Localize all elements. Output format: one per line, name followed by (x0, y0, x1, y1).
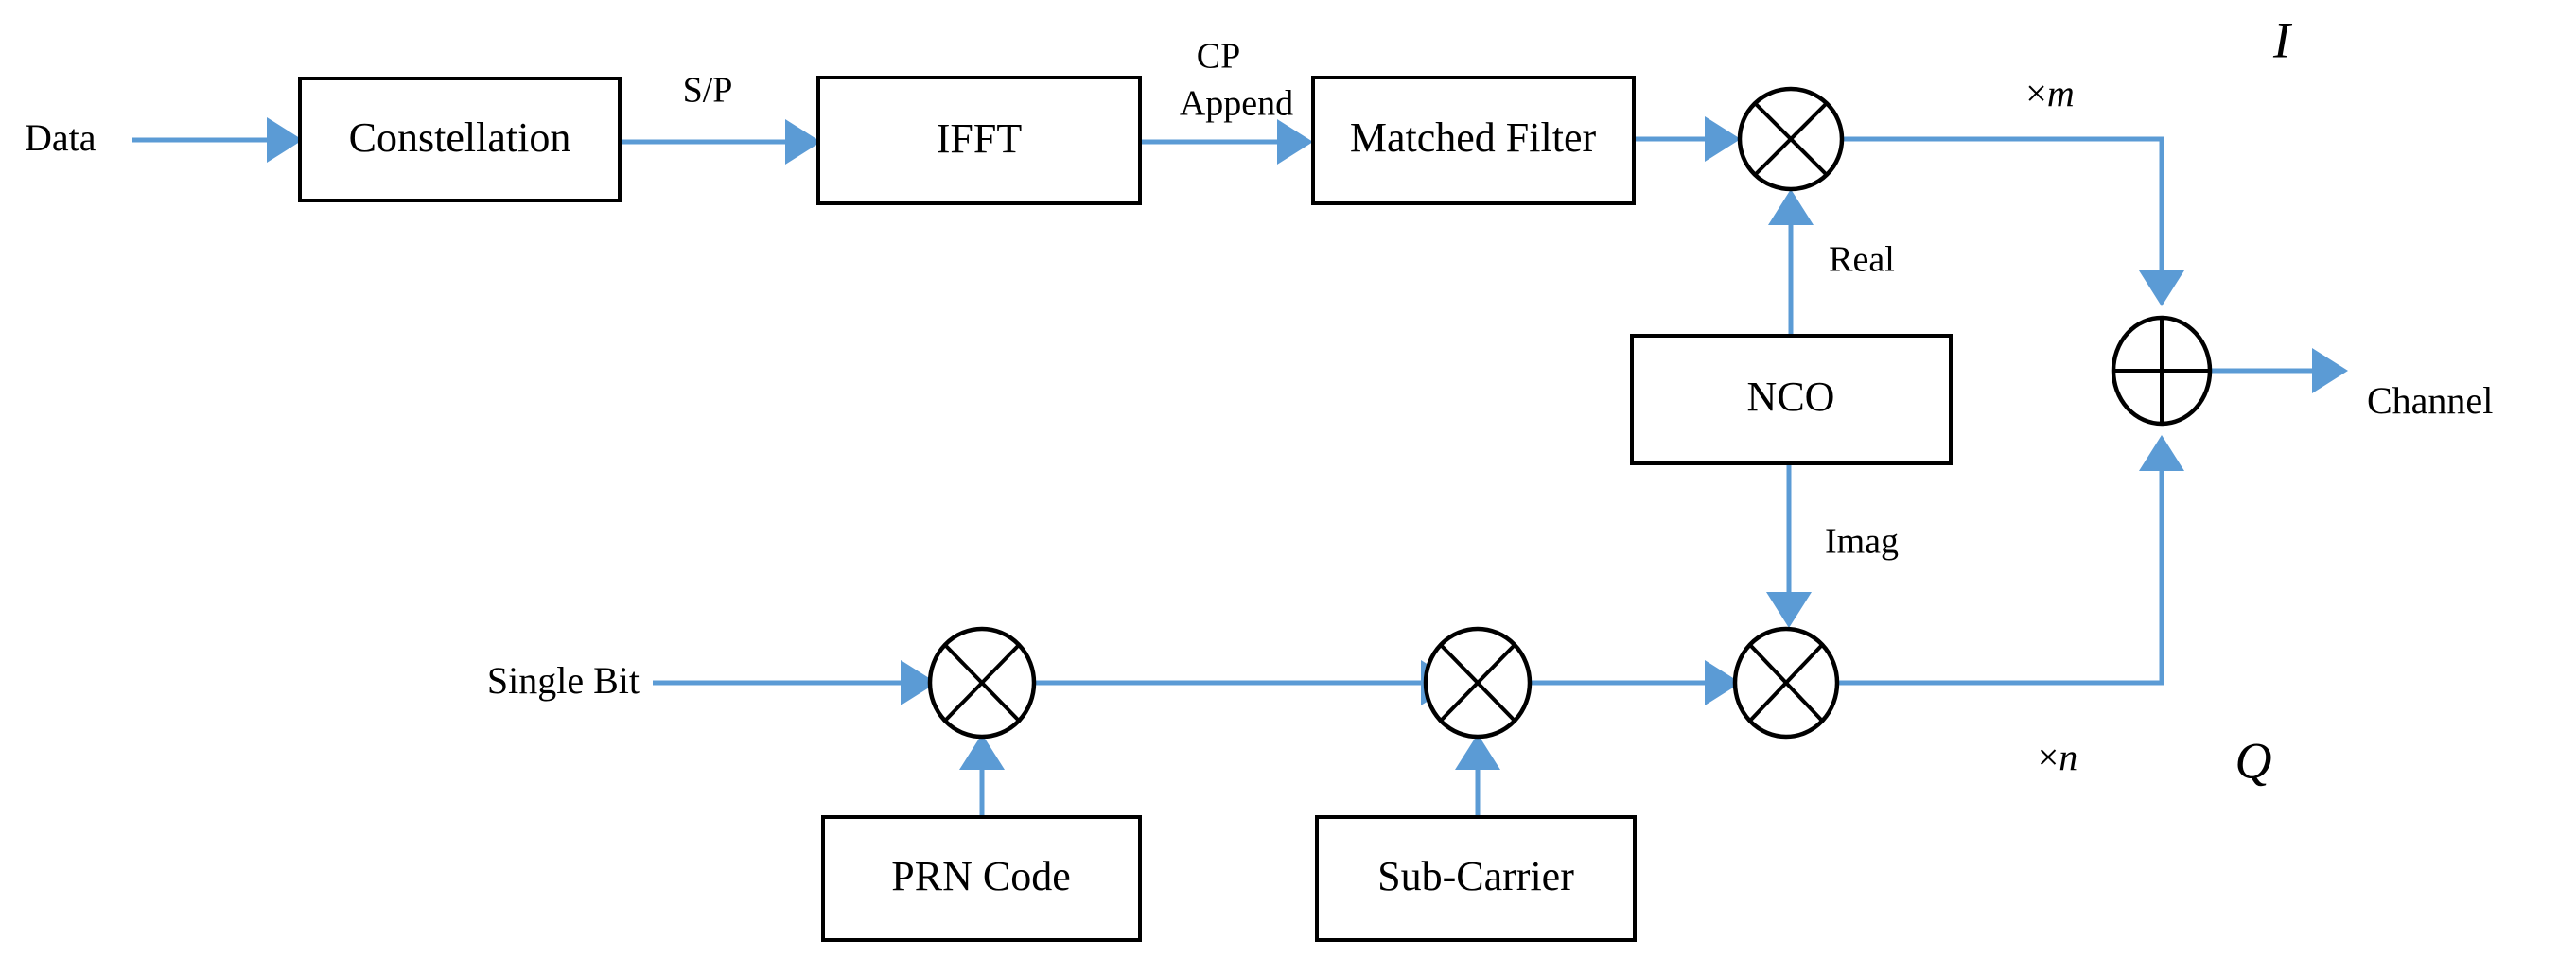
edge-label-imag: Imag (1825, 522, 1899, 562)
gain-n-prefix: × (2038, 736, 2059, 778)
block-label-matched-filter: Matched Filter (1350, 114, 1597, 161)
node-mixer-i[interactable] (1737, 86, 1845, 192)
wire-sub-carrier-to-mixer-sc (1455, 734, 1500, 817)
wire-matched-filter-to-mixer-i (1634, 116, 1741, 162)
edge-label-cp-line2: Append (1180, 84, 1293, 124)
wire-prn-code-to-mixer-prn (959, 734, 1005, 817)
gain-label-n: ×n (2038, 736, 2078, 778)
node-mixer-prn[interactable] (927, 626, 1037, 740)
wire-nco-imag-to-mixer-q (1766, 463, 1812, 628)
io-label-single-bit-in: Single Bit (487, 659, 640, 702)
block-matched-filter[interactable]: Matched Filter (1311, 76, 1636, 205)
block-label-prn-code: PRN Code (891, 853, 1070, 899)
gain-m-prefix: × (2025, 72, 2047, 114)
wire-nco-real-to-mixer-i (1768, 189, 1814, 336)
wire-ifft-to-matched-filter (1140, 119, 1313, 165)
block-label-sub-carrier: Sub-Carrier (1377, 853, 1574, 899)
svg-text:×m: ×m (2025, 72, 2074, 114)
wire-mixer-prn-to-mixer-sc (1034, 660, 1457, 705)
node-mixer-q[interactable] (1732, 626, 1840, 740)
wire-mixer-i-to-adder (1842, 136, 2184, 306)
svg-text:×n: ×n (2038, 736, 2078, 778)
edge-label-real: Real (1829, 240, 1895, 280)
block-label-ifft: IFFT (937, 115, 1023, 162)
block-prn-code[interactable]: PRN Code (821, 815, 1142, 942)
gain-m-symbol: m (2047, 72, 2075, 114)
gain-label-m: ×m (2025, 72, 2074, 114)
node-mixer-sub-carrier[interactable] (1423, 626, 1533, 740)
gain-n-symbol: n (2059, 736, 2077, 778)
io-label-channel-out: Channel (2367, 379, 2493, 422)
wire-mixer-sc-to-mixer-q (1530, 660, 1741, 705)
wire-single-bit-to-mixer-prn (653, 660, 937, 705)
block-constellation[interactable]: Constellation (298, 77, 622, 202)
edge-label-sp: S/P (683, 71, 733, 111)
wire-mixer-q-to-adder (1837, 435, 2184, 686)
block-nco[interactable]: NCO (1630, 334, 1953, 465)
branch-label-inphase: I (2272, 11, 2293, 68)
node-adder[interactable] (2111, 315, 2213, 427)
block-ifft[interactable]: IFFT (816, 76, 1142, 205)
wire-constellation-to-ifft (620, 119, 821, 165)
block-label-nco: NCO (1747, 374, 1835, 420)
block-sub-carrier[interactable]: Sub-Carrier (1315, 815, 1637, 942)
block-label-constellation: Constellation (349, 114, 571, 161)
edge-label-cp-line1: CP (1197, 37, 1240, 77)
branch-label-quadrature: Q (2235, 732, 2272, 789)
io-label-data-in: Data (25, 116, 96, 159)
wire-data-to-constellation (132, 117, 303, 163)
wire-adder-to-channel (2210, 348, 2348, 393)
